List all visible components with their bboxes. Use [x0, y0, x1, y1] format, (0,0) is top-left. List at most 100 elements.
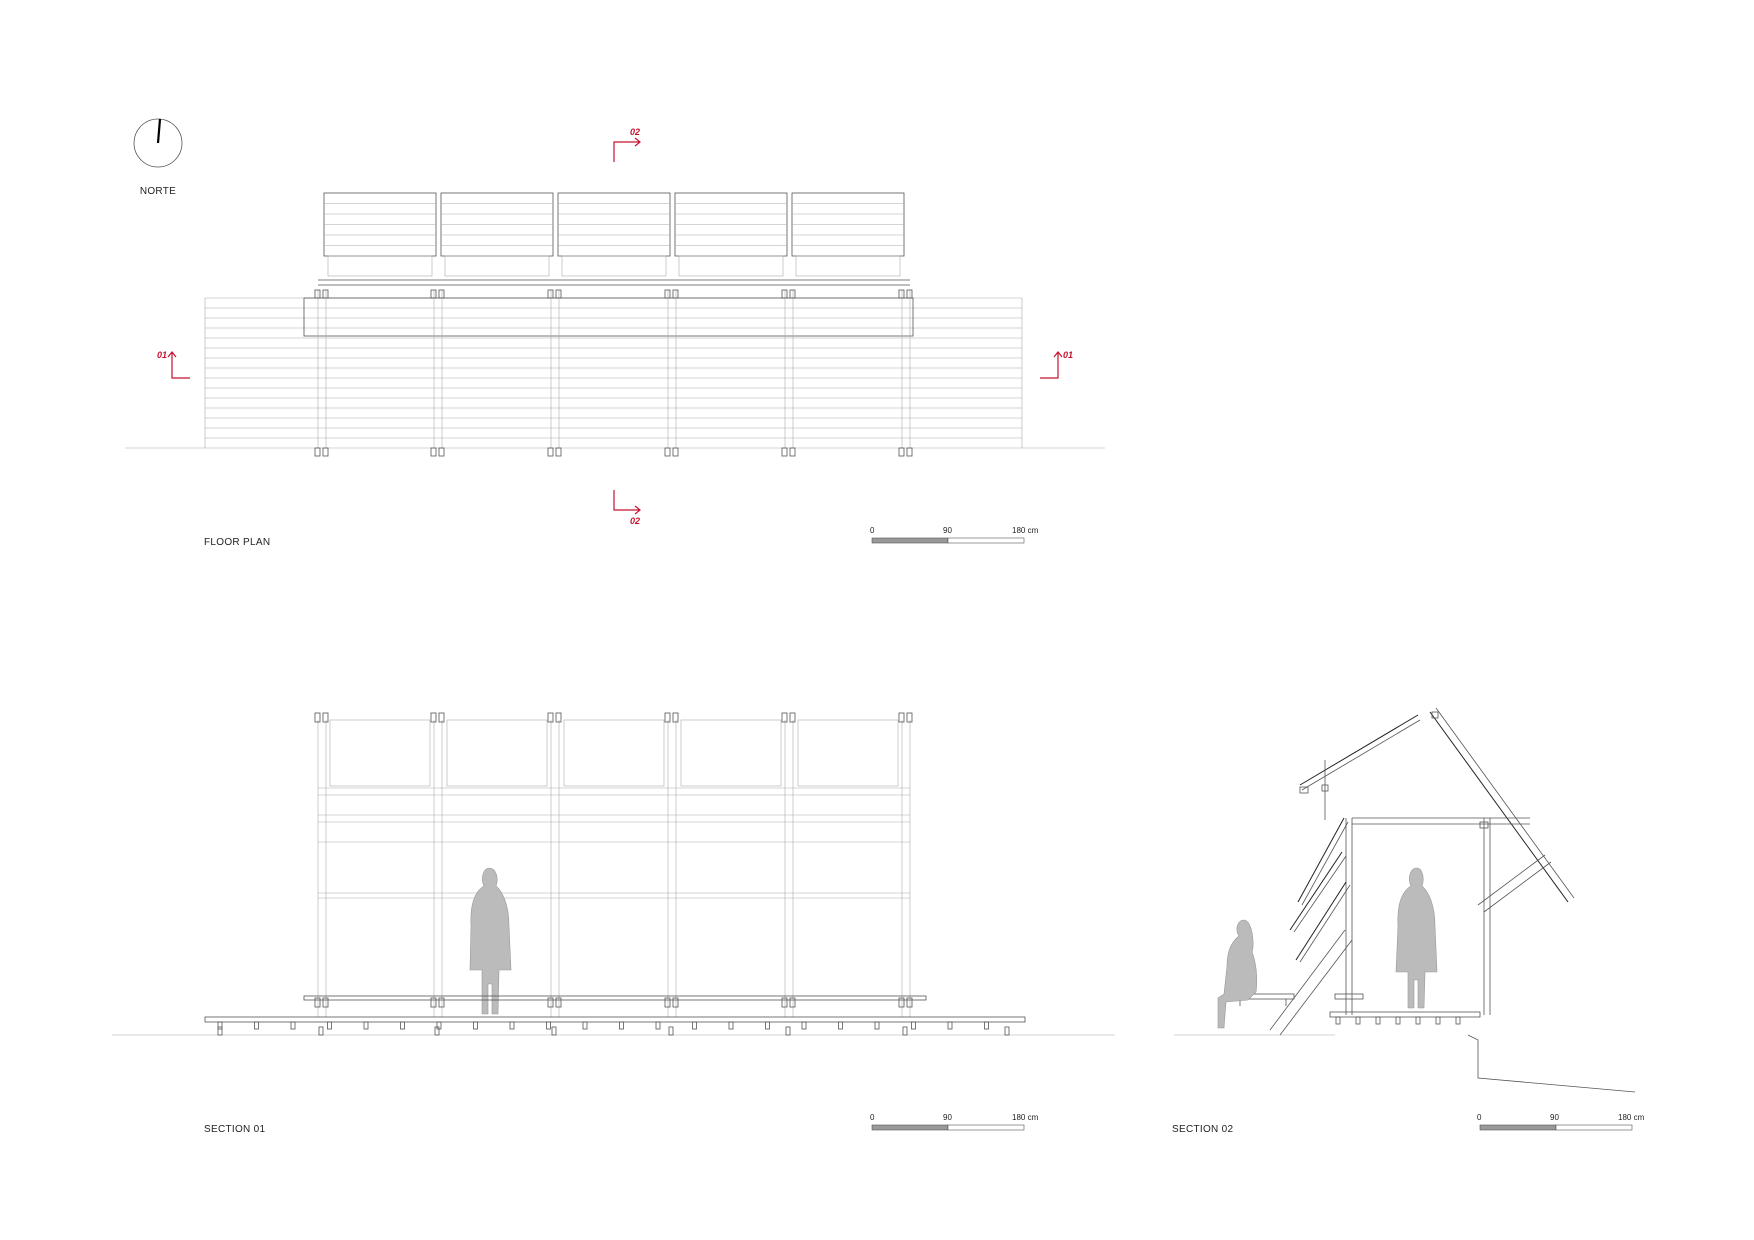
joist — [655, 1021, 661, 1030]
post-foot — [430, 447, 437, 457]
north-arrow: NORTE — [133, 118, 183, 197]
post-head — [547, 289, 554, 299]
section-post-cap — [898, 712, 905, 723]
joist — [1335, 1016, 1341, 1025]
section-post-cap — [664, 712, 671, 723]
joist — [765, 1021, 770, 1030]
section-02-deck — [1329, 1011, 1481, 1018]
section-02-bench-inner — [1334, 993, 1364, 1000]
post-head — [322, 289, 329, 299]
floor-plan-scale-bar: 0 90 180 cm — [870, 526, 1039, 544]
post-foot — [322, 447, 329, 457]
joist — [1375, 1016, 1381, 1025]
section-02-roof-panel — [1299, 714, 1419, 786]
panel-support — [795, 255, 901, 277]
joist-foot — [217, 1026, 223, 1036]
svg-text:180 cm: 180 cm — [1618, 1113, 1645, 1122]
svg-text:90: 90 — [943, 526, 952, 535]
section-02-standing-person — [1395, 867, 1438, 1009]
joist — [1415, 1016, 1421, 1025]
joist — [327, 1021, 332, 1030]
joist — [619, 1021, 624, 1030]
panel-support — [678, 255, 784, 277]
joist — [874, 1021, 880, 1030]
joist-foot — [785, 1026, 791, 1036]
section-02-scale-bar: 0 90 180 cm — [1477, 1113, 1645, 1131]
section-01-frame — [314, 712, 913, 1017]
joist — [582, 1021, 588, 1030]
section-post-cap — [789, 712, 796, 723]
post-head — [906, 289, 913, 299]
section-post-foot — [781, 997, 788, 1008]
joist — [1355, 1016, 1361, 1025]
panel-support — [444, 255, 550, 277]
post-foot — [438, 447, 445, 457]
post-head — [664, 289, 671, 299]
section-01-deck — [204, 1016, 1026, 1023]
post-head — [789, 289, 796, 299]
section-post-foot — [322, 997, 329, 1008]
section-02-louvers — [1289, 817, 1351, 963]
section-mark-02-bottom: 02 — [613, 490, 641, 526]
post-foot — [555, 447, 562, 457]
section-post-foot — [314, 997, 321, 1008]
joist — [254, 1021, 259, 1030]
section-post-foot — [438, 997, 445, 1008]
post-foot — [672, 447, 679, 457]
section-post-cap — [547, 712, 554, 723]
joist — [546, 1021, 551, 1030]
joist — [911, 1021, 916, 1030]
section-02-seated-person — [1217, 919, 1258, 1029]
joist — [728, 1021, 734, 1030]
section-post-foot — [547, 997, 554, 1008]
section-post-foot — [898, 997, 905, 1008]
section-02: SECTION 02 0 90 180 cm — [1172, 707, 1645, 1135]
post-foot — [781, 447, 788, 457]
joist — [217, 1021, 223, 1030]
joist — [400, 1021, 405, 1030]
joist — [692, 1021, 697, 1030]
joist — [290, 1021, 296, 1030]
section-02-joists — [1335, 1016, 1461, 1025]
section-02-roof-rafter — [1429, 711, 1569, 903]
joist-foot — [318, 1026, 324, 1036]
section-panel — [329, 719, 431, 787]
joist — [801, 1021, 807, 1030]
section-mark-01-right: 01 — [1040, 350, 1073, 379]
post-head — [314, 289, 321, 299]
joist — [363, 1021, 369, 1030]
section-post-foot — [906, 997, 913, 1008]
joist — [838, 1021, 843, 1030]
section-post-foot — [555, 997, 562, 1008]
section-post-cap — [430, 712, 437, 723]
post-head — [672, 289, 679, 299]
joist-foot — [902, 1026, 908, 1036]
joist — [1395, 1016, 1401, 1025]
svg-text:0: 0 — [1477, 1113, 1482, 1122]
joist — [1455, 1016, 1461, 1025]
joist — [947, 1021, 953, 1030]
section-mark-01-left: 01 — [157, 350, 190, 379]
post-foot — [664, 447, 671, 457]
section-02-brace — [1477, 854, 1546, 906]
post-foot — [789, 447, 796, 457]
section-post-cap — [322, 712, 329, 723]
post-head — [438, 289, 445, 299]
section-post-cap — [555, 712, 562, 723]
joist-foot — [1004, 1026, 1010, 1036]
section-panel — [680, 719, 782, 787]
north-label: NORTE — [140, 186, 176, 197]
post-head — [430, 289, 437, 299]
post-foot — [547, 447, 554, 457]
section-01: SECTION 01 0 90 180 cm — [112, 712, 1115, 1135]
section-post-cap — [314, 712, 321, 723]
section-post-foot — [664, 997, 671, 1008]
joist-foot — [668, 1026, 674, 1036]
floor-plan-title: FLOOR PLAN — [204, 537, 270, 548]
plan-deck-boards — [204, 297, 1023, 448]
post-head — [898, 289, 905, 299]
post-foot — [314, 447, 321, 457]
section-02-title: SECTION 02 — [1172, 1124, 1233, 1135]
section-mark-02-top: 02 — [613, 127, 641, 162]
